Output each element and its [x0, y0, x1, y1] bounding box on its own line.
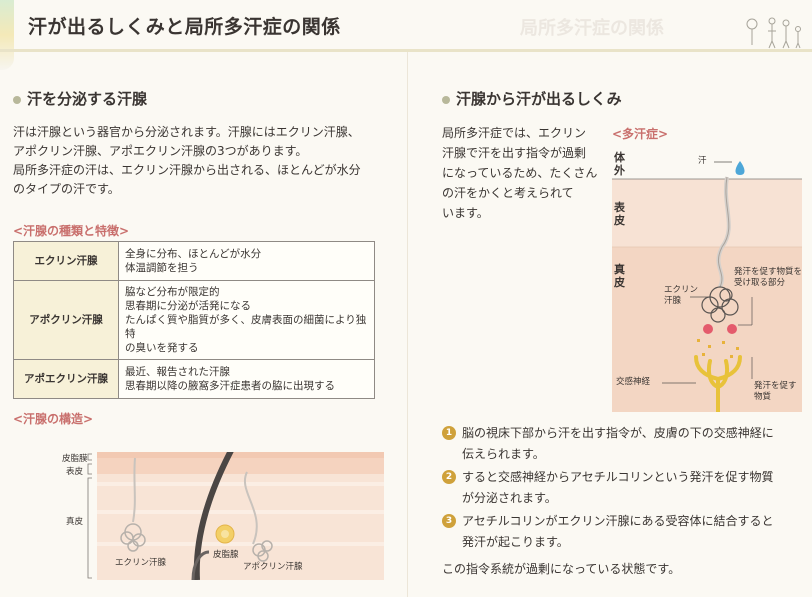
gland-structure-diagram: エクリン汗腺 皮脂腺 アポクリン汗腺	[97, 420, 384, 581]
steps-list: 1 脳の視床下部から汗を出す指令が、皮膚の下の交感神経に伝えられます。 2 する…	[442, 423, 802, 555]
gland-types-table: エクリン汗腺 全身に分布、ほとんどが水分 体温調節を担う アポクリン汗腺 脇など…	[13, 241, 375, 399]
label-receptor: 発汗を促す物質を受け取る部分	[734, 267, 803, 288]
label-epidermis: 表皮	[614, 201, 625, 227]
label-substance: 発汗を促す物質	[754, 381, 797, 402]
layer-brackets	[87, 453, 92, 579]
hyperhidrosis-diagram: 体外 表皮 真皮 汗 エクリン汗腺 発汗を促す物質を受け取る部分 交感神経 発汗…	[612, 147, 803, 414]
table-row: エクリン汗腺 全身に分布、ほとんどが水分 体温調節を担う	[13, 241, 375, 281]
structure-subhead: <汗腺の構造>	[13, 412, 94, 426]
label-sweat: 汗	[698, 156, 707, 166]
bullet-icon	[13, 95, 21, 104]
diagram-subhead: <多汗症>	[612, 127, 669, 141]
table-row: アポクリン汗腺 脇など分布が限定的 思春期に分泌が活発になる たんぱく質や脂質が…	[13, 280, 375, 360]
ghost-print: 局所多汗症の関係	[520, 18, 664, 39]
list-item: 1 脳の視床下部から汗を出す指令が、皮膚の下の交感神経に伝えられます。	[442, 423, 802, 465]
title-rule	[0, 49, 812, 52]
page-fold	[407, 52, 408, 597]
people-illustration-icon	[746, 17, 801, 49]
corner-decoration	[0, 0, 14, 70]
list-item: 3 アセチルコリンがエクリン汗腺にある受容体に結合すると発汗が起こります。	[442, 511, 802, 553]
label-sympathetic-nerve: 交感神経	[616, 377, 651, 387]
types-subhead: <汗腺の種類と特徴>	[13, 224, 130, 238]
label-apocrine-gland: アポクリン汗腺	[243, 562, 303, 572]
table-row: アポエクリン汗腺 最近、報告された汗腺 思春期以降の腋窩多汗症患者の脇に出現する	[13, 359, 375, 399]
label-eccrine-gland: エクリン汗腺	[664, 285, 699, 306]
left-section-heading: 汗を分泌する汗腺	[13, 88, 147, 109]
bullet-icon	[442, 95, 450, 104]
label-outside: 体外	[614, 151, 625, 177]
step-number-badge: 2	[442, 470, 456, 484]
label-sebaceous-gland: 皮脂腺	[213, 550, 239, 560]
left-intro: 汗は汗腺という器官から分泌されます。汗腺にはエクリン汗腺、 アポクリン汗腺、アポ…	[13, 125, 361, 196]
label-dermis: 真皮	[66, 517, 84, 527]
label-epidermis: 表皮	[66, 467, 84, 477]
right-intro: 局所多汗症では、エクリン 汗腺で汗を出す指令が過剰 になっているため、たくさん …	[442, 126, 598, 220]
step-number-badge: 3	[442, 514, 456, 528]
step-number-badge: 1	[442, 426, 456, 440]
label-sebum-film: 皮脂膜	[62, 454, 88, 464]
footer-note: この指令系統が過剰になっている状態です。	[442, 562, 681, 576]
page-title: 汗が出るしくみと局所多汗症の関係	[28, 16, 341, 38]
label-dermis: 真皮	[614, 263, 625, 289]
list-item: 2 すると交感神経からアセチルコリンという発汗を促す物質が分泌されます。	[442, 467, 802, 509]
right-section-heading: 汗腺から汗が出るしくみ	[442, 88, 622, 109]
label-eccrine-gland: エクリン汗腺	[115, 558, 167, 568]
